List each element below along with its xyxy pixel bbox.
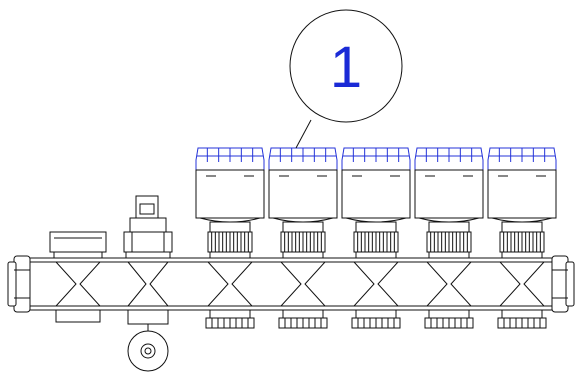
actuator-group — [195, 147, 557, 329]
knurled-nut — [353, 231, 399, 253]
valve-insert — [206, 261, 254, 307]
outlet-connector — [351, 309, 401, 329]
drain-valve — [127, 324, 169, 372]
actuator-1 — [195, 147, 265, 329]
actuator-body — [487, 169, 557, 219]
right-end-cap — [551, 255, 575, 313]
actuator-neck — [355, 221, 397, 233]
actuator-body — [268, 169, 338, 219]
left-end-cap — [7, 255, 31, 313]
actuator-2 — [268, 147, 338, 329]
air-vent — [123, 195, 173, 325]
valve-insert — [498, 261, 546, 307]
knurled-nut — [280, 231, 326, 253]
actuator-neck — [282, 221, 324, 233]
actuator-5 — [487, 147, 557, 329]
knurled-nut — [426, 231, 472, 253]
actuator-neck — [209, 221, 251, 233]
callout-number: 1 — [330, 35, 362, 100]
actuator-body — [414, 169, 484, 219]
actuator-cap — [195, 147, 265, 171]
callout-balloon: 1 — [289, 9, 403, 149]
blind-cap-fitting — [49, 231, 107, 323]
actuator-cap — [341, 147, 411, 171]
knurled-nut — [207, 231, 253, 253]
knurled-nut — [499, 231, 545, 253]
outlet-connector — [278, 309, 328, 329]
valve-insert — [279, 261, 327, 307]
manifold-body — [27, 257, 555, 311]
actuator-neck — [501, 221, 543, 233]
actuator-cap — [414, 147, 484, 171]
actuator-neck — [428, 221, 470, 233]
actuator-4 — [414, 147, 484, 329]
valve-insert — [425, 261, 473, 307]
actuator-3 — [341, 147, 411, 329]
outlet-connector — [205, 309, 255, 329]
outlet-connector — [424, 309, 474, 329]
actuator-cap — [487, 147, 557, 171]
actuator-body — [341, 169, 411, 219]
actuator-body — [195, 169, 265, 219]
actuator-cap — [268, 147, 338, 171]
outlet-connector — [497, 309, 547, 329]
valve-insert — [352, 261, 400, 307]
